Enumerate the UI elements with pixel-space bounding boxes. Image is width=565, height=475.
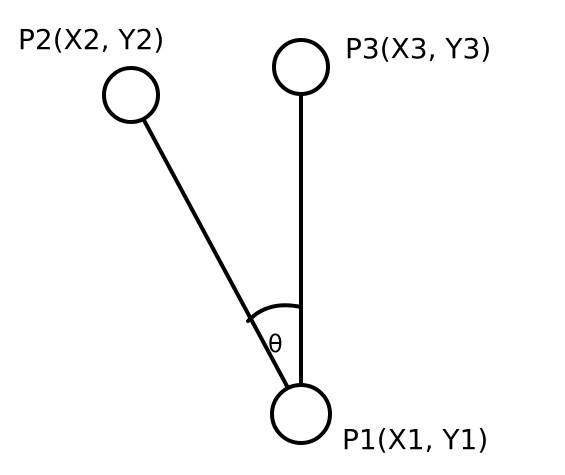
point-p2-label: P2(X2, Y2) [18, 23, 164, 56]
segment-p1-p2 [129, 94, 290, 390]
point-p3 [272, 38, 330, 96]
point-p1 [270, 383, 332, 445]
point-p1-label: P1(X1, Y1) [342, 423, 488, 456]
point-p3-label: P3(X3, Y3) [345, 32, 491, 65]
angle-arc [246, 303, 303, 323]
point-p2 [102, 66, 160, 124]
angle-theta-label: θ [268, 330, 283, 358]
